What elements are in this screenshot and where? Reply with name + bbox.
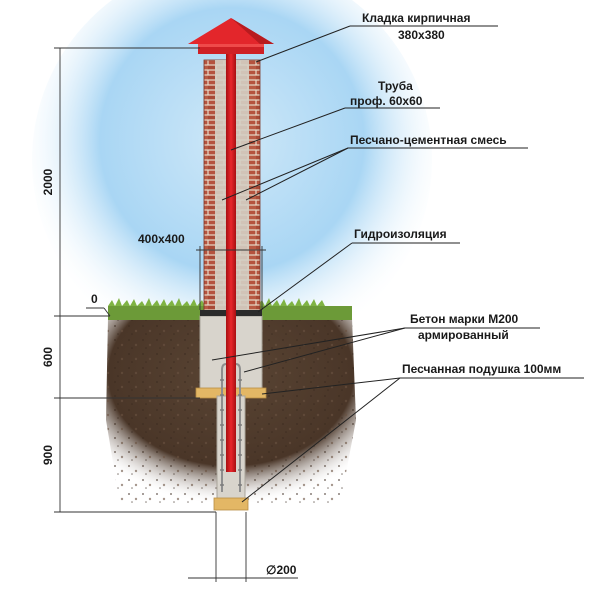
callout-waterproofing: Гидроизоляция	[257, 227, 460, 313]
dimension-600: 600	[41, 316, 200, 399]
rebar-ties	[220, 379, 242, 486]
steel-pipe	[226, 52, 236, 472]
dim-2000-text: 2000	[41, 168, 55, 195]
dimension-2000: 2000	[41, 47, 200, 317]
concrete-label-line1: Бетон марки М200	[410, 312, 519, 326]
masonry-label-line2: 380x380	[398, 28, 445, 42]
masonry-label-line1: Кладка кирпичная	[362, 11, 470, 25]
dim-600-text: 600	[41, 347, 55, 367]
callout-concrete: Бетон марки М200 армированный	[211, 312, 540, 373]
callout-sand-cushion: Песчанная подушка 100мм	[241, 362, 584, 503]
callout-pipe: Труба проф. 60x60	[230, 79, 440, 151]
dimension-900: 900	[41, 398, 216, 513]
waterproofing-label: Гидроизоляция	[354, 227, 447, 241]
sand-pad-lower	[213, 497, 249, 511]
rebar-cage	[221, 363, 241, 492]
sand-cushion-label: Песчанная подушка 100мм	[402, 362, 561, 376]
pipe-label-line1: Труба	[378, 79, 413, 93]
callout-masonry: Кладка кирпичная 380x380	[255, 11, 498, 63]
pillar-cap	[188, 18, 274, 54]
dim-900-text: 900	[41, 445, 55, 465]
dim-diameter-text: ∅200	[266, 563, 297, 577]
sand-cement-label: Песчано-цементная смесь	[350, 133, 507, 147]
dim-400x400-text: 400x400	[138, 232, 185, 246]
pipe-label-line2: проф. 60x60	[350, 94, 423, 108]
callout-sand-cement: Песчано-цементная смесь	[221, 133, 528, 201]
ground-level-text: 0	[91, 292, 98, 306]
dimension-400x400: 400x400	[138, 232, 266, 310]
dimension-diameter: ∅200	[188, 512, 298, 582]
concrete-label-line2: армированный	[418, 328, 509, 342]
ground-level-mark: 0	[86, 292, 111, 317]
